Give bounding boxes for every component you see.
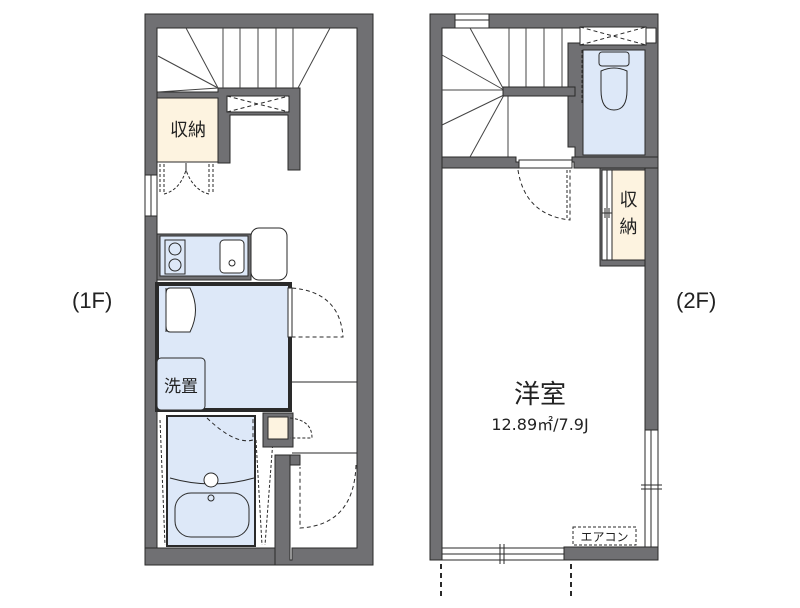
room-label-western: 洋室 [513, 380, 566, 410]
aircon-box [572, 526, 637, 546]
staircase-1f [157, 27, 331, 93]
window-2f-top [454, 13, 490, 29]
room-label-storage-2f-top: 収 [619, 190, 638, 211]
floor-label-2f: (2F) [676, 288, 717, 313]
sink-icon [219, 239, 245, 274]
aircon-label: エアコン [580, 530, 629, 544]
exterior-wall-1f-bottom [144, 547, 276, 566]
floor-label-1f: (1F) [72, 288, 113, 313]
room-door-2f[interactable] [517, 169, 571, 221]
entrance-door[interactable] [299, 464, 357, 529]
meter-box [267, 416, 289, 440]
refrigerator-space [250, 227, 288, 281]
stove-icon [164, 239, 186, 275]
bathroom-door[interactable] [206, 417, 254, 442]
door-opening-2f [518, 159, 573, 169]
staircase-2f [441, 27, 563, 158]
bathtub-icon [169, 472, 255, 538]
room-label-washroom: 洗置 [164, 377, 198, 397]
washroom-door[interactable] [291, 287, 344, 338]
toilet-icon [598, 51, 630, 111]
room-storage-1f [156, 97, 219, 163]
room-area-western: 12.89㎡/7.9J [491, 415, 589, 434]
washing-machine-icon [165, 287, 196, 333]
room-label-storage-1f: 収納 [170, 120, 206, 141]
room-storage-2f [611, 169, 646, 261]
closet-door-1f[interactable] [159, 164, 214, 195]
washbasin-area [156, 357, 206, 411]
kitchen-counter [156, 227, 288, 281]
floor-1f [144, 13, 374, 566]
room-label-storage-2f-bottom: 納 [619, 217, 638, 238]
floor-2f [429, 13, 662, 600]
